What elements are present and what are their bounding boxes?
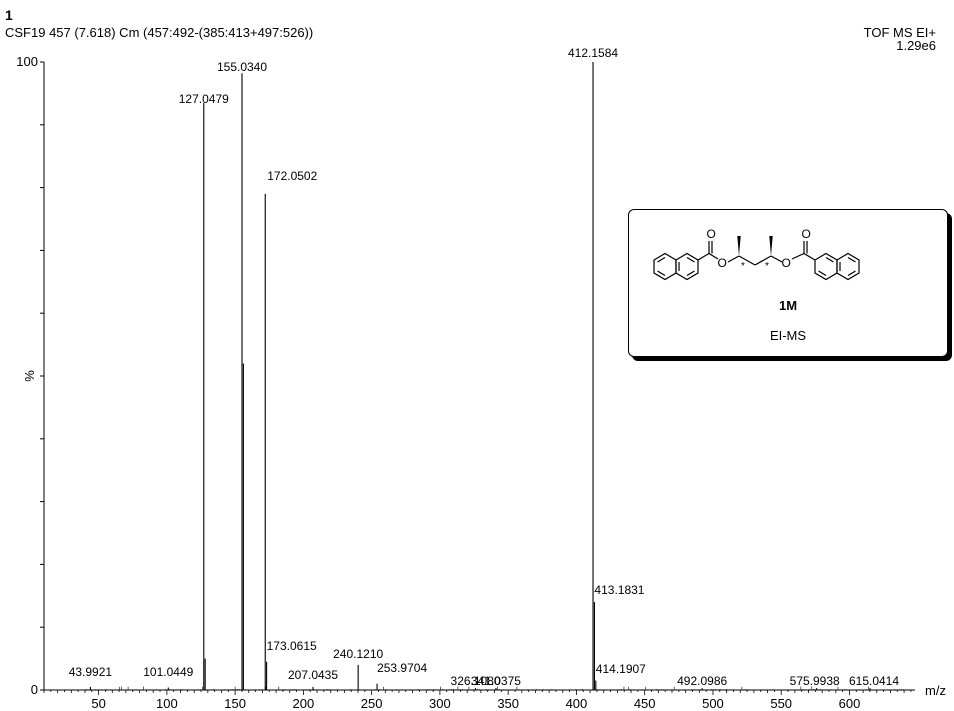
peak-label: 172.0502 (267, 169, 317, 183)
chart-peaks (71, 62, 904, 690)
chart-peak-labels: 43.9921 101.0449 127.0479 155.0340 172.0502 1… (69, 46, 900, 688)
peak-label: 492.0986 (677, 674, 727, 688)
y-axis-label: % (22, 370, 37, 382)
structure-inset: O O O O * * 1M EI-MS (628, 209, 948, 357)
peak-label: 414.1907 (596, 662, 646, 676)
ester-oxygen-right: O (782, 256, 791, 270)
peak-label: 101.0449 (143, 665, 193, 679)
molecule-bonds (653, 241, 860, 281)
molecule-structure: O O O O * * (653, 227, 860, 281)
peak-label: 240.1210 (333, 647, 383, 661)
peak-label: 413.1831 (594, 583, 644, 597)
peak-label: 615.0414 (849, 674, 899, 688)
peak-label: 155.0340 (217, 60, 267, 74)
x-tick-label: 150 (224, 696, 246, 711)
peak-label: 207.0435 (288, 668, 338, 682)
x-tick-label: 500 (702, 696, 724, 711)
peak-label: 43.9921 (69, 665, 113, 679)
x-tick-label: 600 (839, 696, 861, 711)
x-tick-label: 400 (566, 696, 588, 711)
peak-label: 127.0479 (179, 92, 229, 106)
x-tick-label: 300 (429, 696, 451, 711)
compound-label: 1M (778, 298, 798, 313)
y-tick-label: 100 (16, 54, 38, 69)
spectrum-description: CSF19 457 (7.618) Cm (457:492-(385:413+4… (5, 25, 314, 40)
carbonyl-oxygen-left: O (707, 227, 716, 241)
ester-oxygen-left: O (718, 256, 727, 270)
x-tick-label: 450 (634, 696, 656, 711)
y-tick-label: 0 (31, 682, 38, 697)
x-tick-label: 200 (293, 696, 315, 711)
stereo-mark-left: * (741, 261, 745, 272)
peak-label: 326.1080 (451, 674, 501, 688)
peak-label: 253.9704 (377, 661, 427, 675)
molecule-atom-labels: O O O O * * (707, 227, 811, 272)
x-tick-label: 550 (770, 696, 792, 711)
peak-label: 412.1584 (568, 46, 618, 60)
method-label: EI-MS (769, 328, 807, 343)
molecule-wedges (737, 236, 773, 256)
peak-label: 341.0375 (471, 674, 521, 688)
stereo-mark-right: * (765, 261, 769, 272)
ionization-mode: TOF MS EI+ (863, 25, 936, 40)
max-intensity: 1.29e6 (896, 38, 936, 53)
carbonyl-oxygen-right: O (802, 227, 811, 241)
chart-axis-labels: 0 100% 50 100 150 200 250 300 350 400 450 500 550 600… (16, 54, 946, 711)
x-tick-label: 350 (497, 696, 519, 711)
x-tick-label: 100 (156, 696, 178, 711)
x-tick-label: 50 (91, 696, 105, 711)
x-axis-label: m/z (925, 683, 946, 698)
x-tick-label: 250 (361, 696, 383, 711)
peak-label: 173.0615 (267, 639, 317, 653)
peak-label: 575.9938 (790, 674, 840, 688)
spectrum-number: 1 (5, 7, 13, 23)
chart-axes (40, 61, 915, 695)
